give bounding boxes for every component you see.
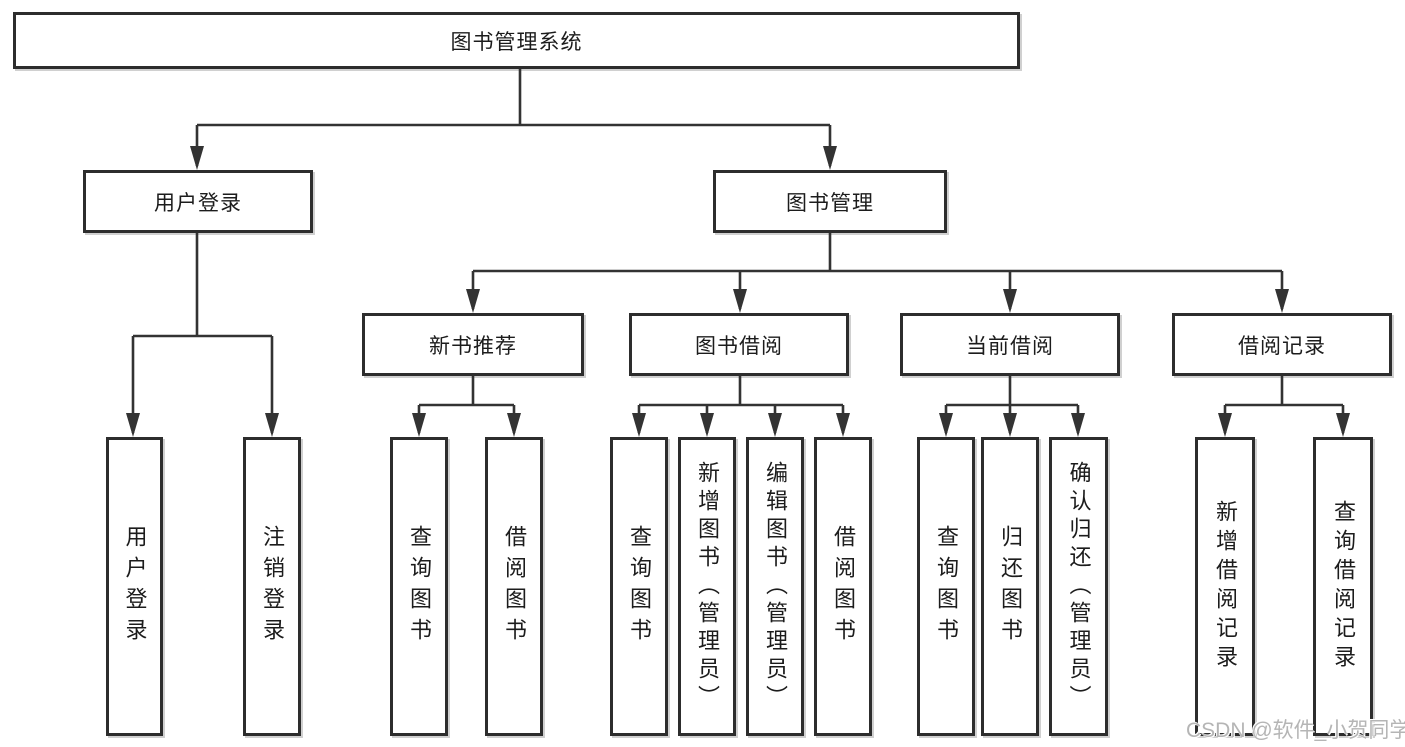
node-root: 图书管理系统 bbox=[13, 12, 1020, 69]
leaf-query-books-recommend: 查询图书 bbox=[390, 437, 448, 736]
leaf-user-login-label: 用户登录 bbox=[122, 524, 148, 649]
leaf-logout-label: 注销登录 bbox=[260, 524, 285, 649]
leaf-logout: 注销登录 bbox=[243, 437, 301, 736]
node-new-book-recommend-label: 新书推荐 bbox=[429, 334, 517, 358]
node-root-label: 图书管理系统 bbox=[450, 30, 583, 54]
node-book-management-label: 图书管理 bbox=[786, 191, 874, 215]
node-book-management: 图书管理 bbox=[713, 170, 947, 233]
leaf-query-borrow-record: 查询借阅记录 bbox=[1313, 437, 1373, 736]
leaf-return-books-label: 归还图书 bbox=[998, 524, 1023, 649]
node-user-login-label: 用户登录 bbox=[154, 191, 242, 215]
leaf-add-borrow-record: 新增借阅记录 bbox=[1195, 437, 1255, 736]
node-new-book-recommend: 新书推荐 bbox=[362, 313, 584, 376]
node-current-borrowing-label: 当前借阅 bbox=[966, 334, 1054, 358]
node-borrowing-records-label: 借阅记录 bbox=[1238, 334, 1326, 358]
leaf-query-books-borrowing-label: 查询图书 bbox=[627, 524, 652, 649]
leaf-edit-book-admin-label: 编辑图书（管理员） bbox=[763, 460, 788, 713]
leaf-query-books-current: 查询图书 bbox=[917, 437, 975, 736]
leaf-confirm-return-admin-label: 确认归还（管理员） bbox=[1066, 460, 1092, 713]
leaf-query-borrow-record-label: 查询借阅记录 bbox=[1331, 499, 1356, 674]
leaf-borrow-books-recommend: 借阅图书 bbox=[485, 437, 543, 736]
leaf-query-books-borrowing: 查询图书 bbox=[610, 437, 668, 736]
leaf-query-books-recommend-label: 查询图书 bbox=[407, 524, 432, 649]
watermark: CSDN @软件_小贺同学 bbox=[1186, 719, 1405, 742]
node-user-login: 用户登录 bbox=[83, 170, 313, 233]
connector-paths bbox=[131, 69, 1345, 433]
leaf-edit-book-admin: 编辑图书（管理员） bbox=[746, 437, 804, 736]
leaf-borrow-books-recommend-label: 借阅图书 bbox=[502, 524, 527, 649]
leaf-return-books: 归还图书 bbox=[981, 437, 1039, 736]
leaf-add-book-admin-label: 新增图书（管理员） bbox=[695, 460, 720, 713]
leaf-user-login: 用户登录 bbox=[106, 437, 163, 736]
node-current-borrowing: 当前借阅 bbox=[900, 313, 1120, 376]
leaf-borrow-books-borrowing-label: 借阅图书 bbox=[831, 524, 856, 649]
leaf-add-borrow-record-label: 新增借阅记录 bbox=[1213, 499, 1238, 674]
leaf-add-book-admin: 新增图书（管理员） bbox=[678, 437, 736, 736]
leaf-query-books-current-label: 查询图书 bbox=[934, 524, 959, 649]
leaf-confirm-return-admin: 确认归还（管理员） bbox=[1049, 437, 1108, 736]
leaf-borrow-books-borrowing: 借阅图书 bbox=[814, 437, 872, 736]
node-book-borrowing-label: 图书借阅 bbox=[695, 334, 783, 358]
node-book-borrowing: 图书借阅 bbox=[629, 313, 849, 376]
node-borrowing-records: 借阅记录 bbox=[1172, 313, 1392, 376]
